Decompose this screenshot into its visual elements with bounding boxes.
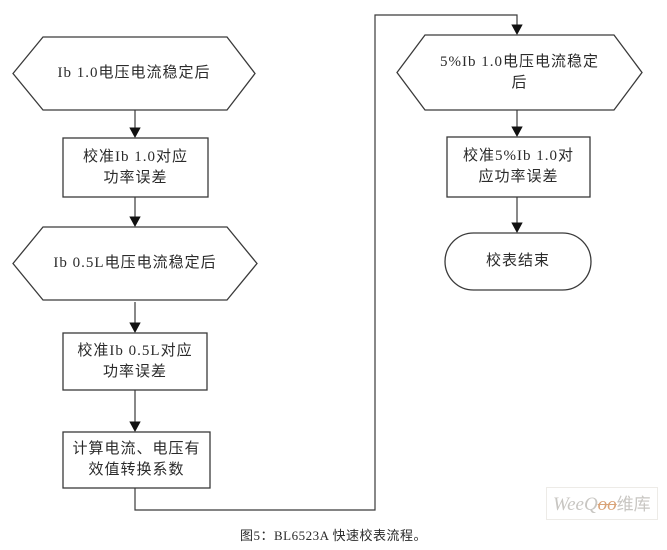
figure-caption: 图5：BL6523A 快速校表流程。 — [239, 528, 428, 543]
hexagon-ib10-stable — [12, 36, 256, 111]
process-compute-rms — [62, 431, 211, 489]
arrowhead-icon — [129, 216, 141, 227]
watermark-part2: oo — [597, 494, 617, 515]
arrowhead-icon — [511, 222, 523, 233]
watermark-part3: 维库 — [616, 495, 651, 514]
process-calibrate-ib05l — [62, 332, 208, 391]
hexagon-ib05l-stable — [12, 226, 258, 301]
arrowhead-icon — [129, 127, 141, 138]
connector-rect3-hex3-feedback — [134, 14, 518, 511]
process-calibrate-5ib10 — [446, 136, 591, 198]
terminator-end — [444, 232, 592, 291]
process-calibrate-ib10 — [62, 137, 209, 198]
arrowhead-icon — [511, 126, 523, 137]
hexagon-5ib10-stable — [396, 34, 643, 111]
arrowhead-icon — [129, 322, 141, 333]
arrowhead-icon — [511, 24, 523, 35]
arrowhead-icon — [129, 421, 141, 432]
watermark: WeeQoo维库 — [546, 487, 658, 520]
watermark-part1: WeeQ — [553, 494, 598, 515]
